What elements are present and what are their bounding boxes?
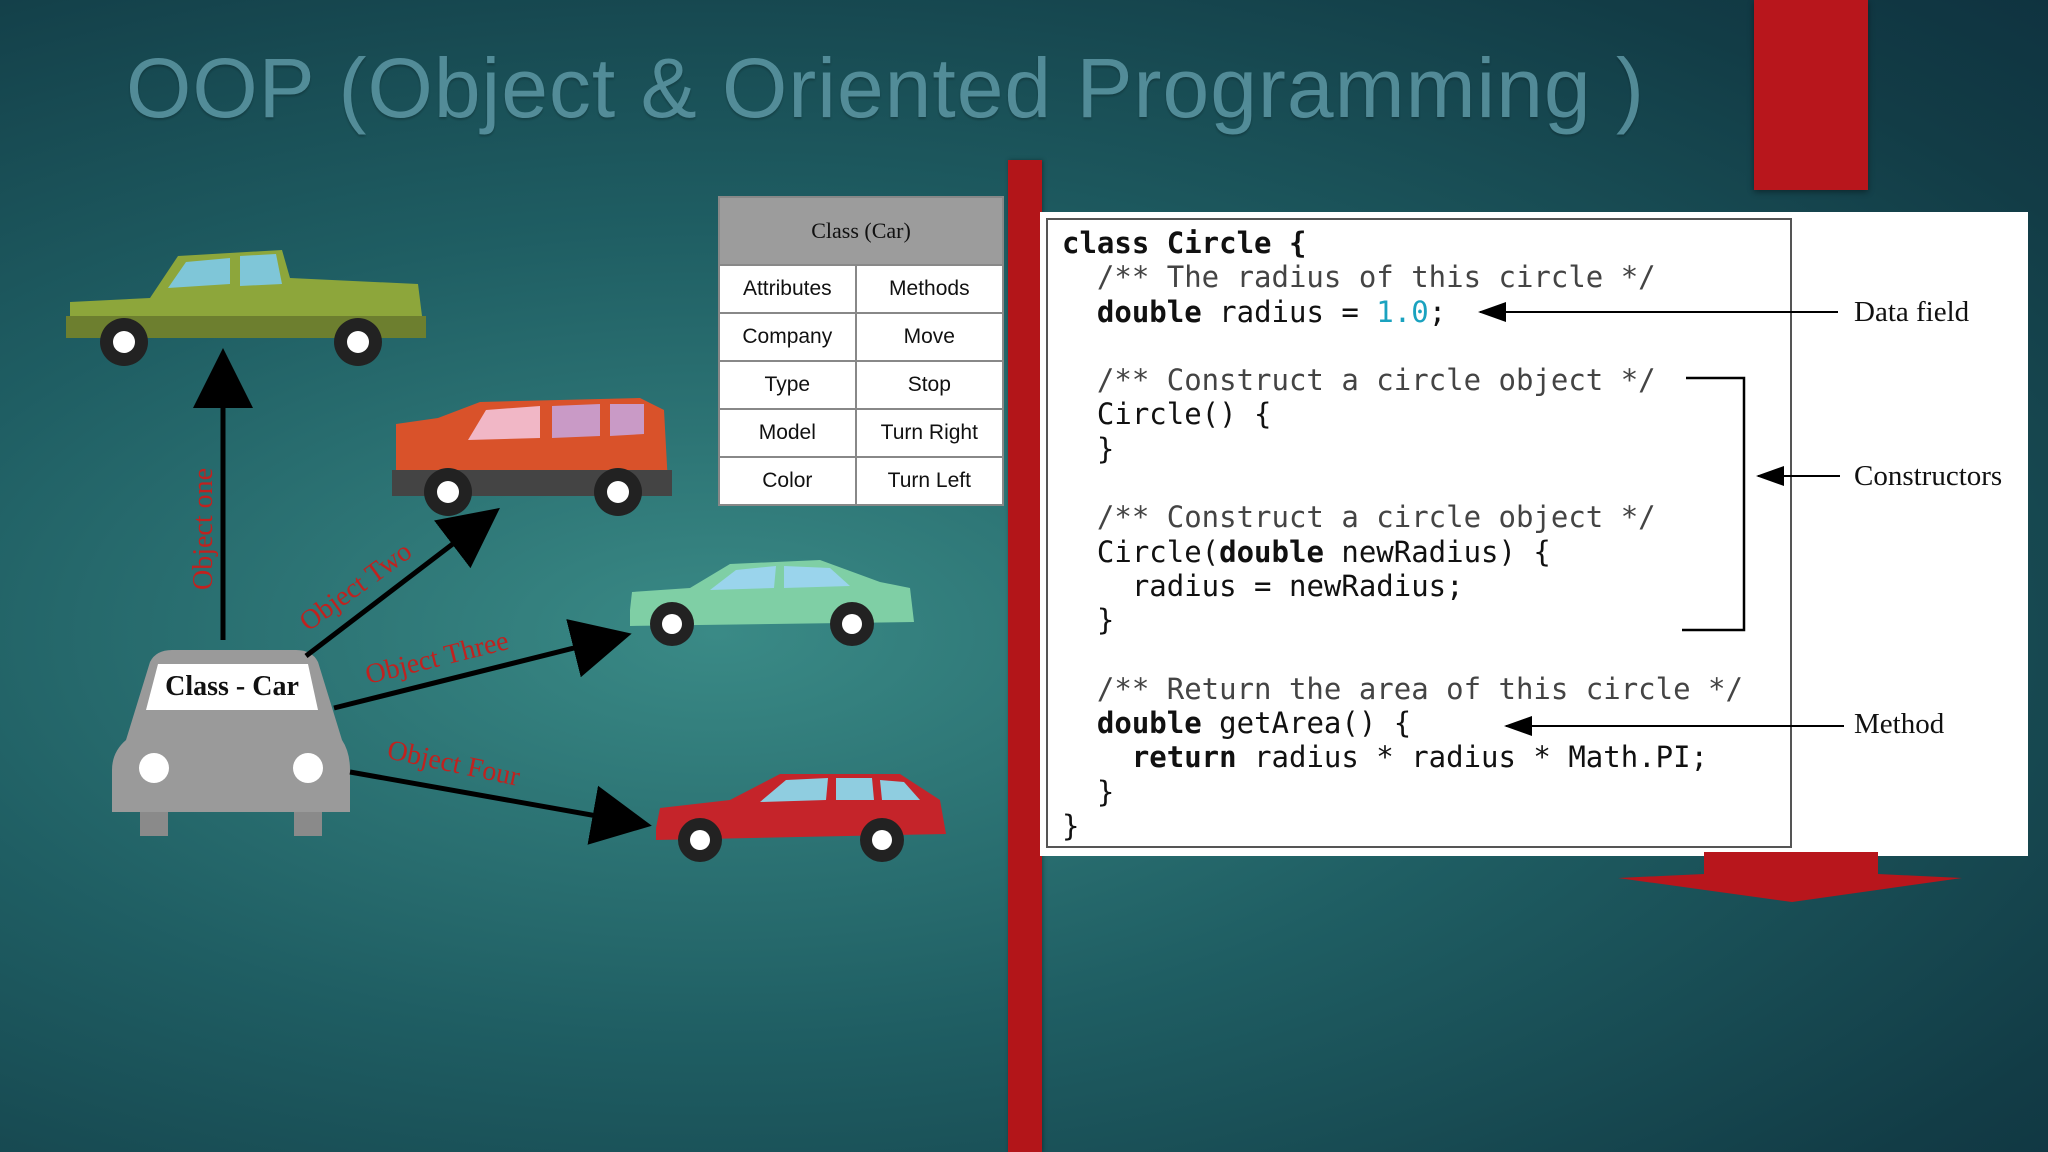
slide-title: OOP (Object & Oriented Programming ) xyxy=(126,41,1645,135)
table-header: Class (Car) xyxy=(718,196,1004,266)
suv-icon xyxy=(392,398,672,516)
sedan-icon xyxy=(630,560,914,646)
table-row: Company Move xyxy=(718,312,1005,362)
table-row: Model Turn Right xyxy=(718,408,1005,458)
code-keyword: double xyxy=(1096,706,1202,741)
code-line: Circle() { xyxy=(1096,397,1272,432)
code-comment: /** Construct a circle object */ xyxy=(1096,363,1656,398)
table-cell: Company xyxy=(718,312,857,362)
red-accent-block xyxy=(1754,0,1868,190)
arrow-object-two xyxy=(304,507,500,658)
code-comment: /** Return the area of this circle */ xyxy=(1096,671,1743,706)
table-cell: Move xyxy=(854,312,1005,362)
data-field-label: Data field xyxy=(1854,296,1970,328)
table-cell: Turn Right xyxy=(854,408,1005,458)
constructors-label: Constructors xyxy=(1854,460,2003,492)
code-line: } xyxy=(1096,603,1115,638)
object-one-label: Object one xyxy=(188,468,219,590)
table-column-methods: Methods xyxy=(854,264,1005,314)
table-cell: Color xyxy=(718,456,857,506)
code-line: class Circle { xyxy=(1062,226,1307,260)
code-box: class Circle { /** The radius of this ci… xyxy=(1046,218,1792,848)
code-line: } xyxy=(1096,431,1115,466)
table-cell: Turn Left xyxy=(854,456,1005,506)
code-keyword: double xyxy=(1219,534,1324,569)
station-wagon-icon xyxy=(656,774,946,862)
class-car-icon xyxy=(112,650,350,836)
code-keyword: return xyxy=(1131,740,1237,775)
code-line: } xyxy=(1062,809,1080,844)
red-down-arrow-icon xyxy=(1618,852,1962,902)
table-row: Color Turn Left xyxy=(718,456,1005,506)
code-text: getArea() { xyxy=(1201,706,1412,741)
class-car-label: Class - Car xyxy=(165,671,299,702)
table-cell: Type xyxy=(718,360,857,410)
constructors-bracket xyxy=(1682,376,1746,632)
method-label: Method xyxy=(1854,708,1945,740)
table-column-attributes: Attributes xyxy=(718,264,857,314)
car-objects-diagram: Class - Car Object one Object Two Object… xyxy=(66,250,946,862)
code-number: 1.0 xyxy=(1376,294,1429,329)
code-listing: class Circle { /** The radius of this ci… xyxy=(1062,226,1743,843)
code-line: radius = newRadius; xyxy=(1131,568,1464,603)
arrow-object-four xyxy=(349,769,652,845)
code-panel: class Circle { /** The radius of this ci… xyxy=(1040,212,2028,856)
red-divider-bar xyxy=(1008,160,1042,1152)
arrow-object-three xyxy=(333,619,632,711)
code-text: radius = xyxy=(1201,294,1377,329)
pickup-truck-icon xyxy=(66,250,426,366)
code-comment: /** The radius of this circle */ xyxy=(1096,260,1656,295)
code-text: Circle( xyxy=(1096,534,1220,569)
annotation-arrows xyxy=(1478,302,1844,736)
table-row: Type Stop xyxy=(718,360,1005,410)
code-keyword: double xyxy=(1096,294,1202,329)
code-text: newRadius) { xyxy=(1323,534,1551,569)
class-car-table: Class (Car) Attributes Methods Company M… xyxy=(718,196,1005,506)
code-text: radius * radius * Math.PI; xyxy=(1236,740,1709,775)
code-comment: /** Construct a circle object */ xyxy=(1096,500,1656,535)
code-text: ; xyxy=(1428,294,1447,329)
code-line: } xyxy=(1096,774,1115,809)
table-cell: Model xyxy=(718,408,857,458)
table-cell: Stop xyxy=(854,360,1005,410)
